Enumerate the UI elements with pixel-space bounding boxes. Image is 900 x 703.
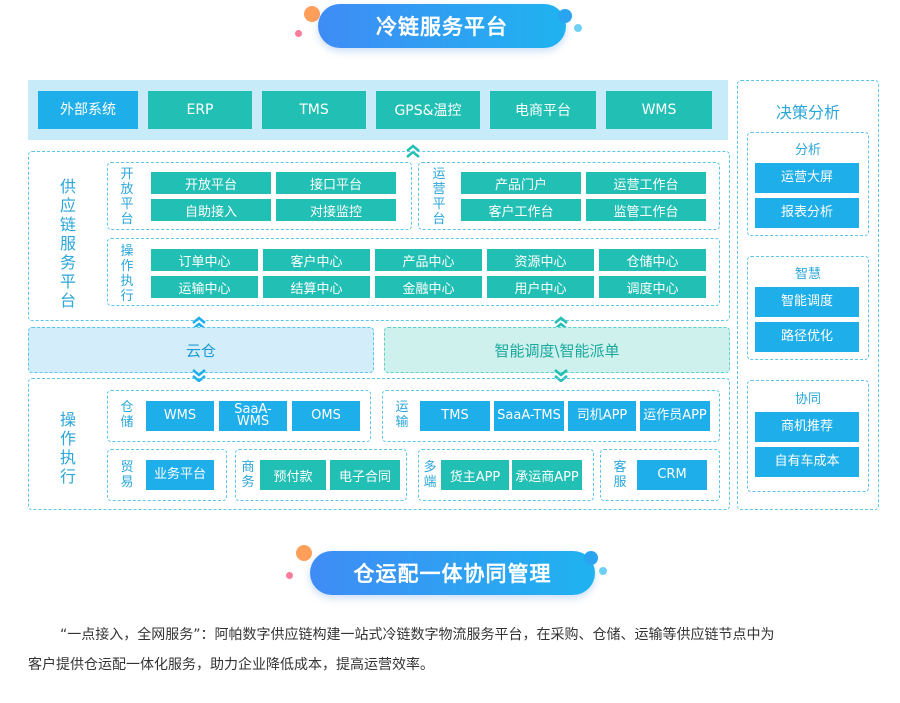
decision-item-smart-dispatch[interactable]: 智能调度 <box>755 287 859 317</box>
execution-centers-box <box>107 238 720 306</box>
decor-dot <box>574 24 582 32</box>
operations-execution-box <box>28 378 730 510</box>
decision-item-report-analysis[interactable]: 报表分析 <box>755 198 859 228</box>
ops-platform-label: 运营平台 <box>432 167 446 227</box>
storage-item-oms[interactable]: OMS <box>292 401 360 431</box>
commerce-box <box>235 449 407 501</box>
transport-label: 运输 <box>395 400 409 430</box>
service-item-crm[interactable]: CRM <box>637 460 707 490</box>
decision-analysis-title: 决策分析 <box>775 103 840 122</box>
commerce-item-prepayment[interactable]: 预付款 <box>260 460 326 490</box>
decor-dot <box>584 551 598 565</box>
decor-dot <box>295 30 302 37</box>
external-item-erp[interactable]: ERP <box>148 91 252 129</box>
center-settlement[interactable]: 结算中心 <box>263 276 370 298</box>
top-heading-pill: 冷链服务平台 <box>318 4 566 48</box>
supply-chain-label: 供应链服务平台 <box>59 177 76 310</box>
trade-label: 贸易 <box>120 460 134 490</box>
cloud-warehouse-bar[interactable]: 云仓 <box>28 327 374 373</box>
center-order[interactable]: 订单中心 <box>151 249 258 271</box>
external-item-gps[interactable]: GPS&温控 <box>376 91 480 129</box>
decor-dot <box>296 545 312 561</box>
storage-item-wms[interactable]: WMS <box>146 401 214 431</box>
decision-item-opportunity-recommend[interactable]: 商机推荐 <box>755 412 859 442</box>
decision-group-smart <box>747 256 869 360</box>
decision-item-own-vehicle-cost[interactable]: 自有车成本 <box>755 447 859 477</box>
storage-box <box>107 390 371 442</box>
multi-item-carrier-app[interactable]: 承运商APP <box>512 460 582 490</box>
external-systems-label: 外部系统 <box>38 91 138 129</box>
center-resource[interactable]: 资源中心 <box>487 249 594 271</box>
multi-item-shipper-app[interactable]: 货主APP <box>441 460 509 490</box>
customer-service-box <box>600 449 720 501</box>
decor-dot <box>304 6 320 22</box>
trade-item-business-platform[interactable]: 业务平台 <box>146 460 214 490</box>
center-user[interactable]: 用户中心 <box>487 276 594 298</box>
bottom-heading-pill: 仓运配一体协同管理 <box>310 551 595 595</box>
customer-service-label: 客服 <box>613 460 627 490</box>
commerce-label: 商务 <box>241 460 255 490</box>
transport-item-operator-app[interactable]: 运作员APP <box>640 401 710 431</box>
ops-item-supervision-workbench[interactable]: 监管工作台 <box>586 199 706 221</box>
center-warehouse[interactable]: 仓储中心 <box>599 249 706 271</box>
chevron-down-icon <box>192 369 206 382</box>
transport-box <box>382 390 720 442</box>
center-customer[interactable]: 客户中心 <box>263 249 370 271</box>
decision-item-ops-screen[interactable]: 运营大屏 <box>755 163 859 193</box>
decor-dot <box>286 572 293 579</box>
decision-analysis-panel <box>737 80 879 510</box>
open-item-open-platform[interactable]: 开放平台 <box>151 172 271 194</box>
storage-item-saaa-wms[interactable]: SaaA-WMS <box>219 401 287 431</box>
center-product[interactable]: 产品中心 <box>375 249 482 271</box>
decision-group-analysis-label: 分析 <box>794 143 821 158</box>
external-systems-bar: 外部系统 ERP TMS GPS&温控 电商平台 WMS <box>28 80 728 140</box>
smart-dispatch-label: 智能调度\智能派单 <box>494 341 620 360</box>
external-item-tms[interactable]: TMS <box>262 91 366 129</box>
center-dispatch[interactable]: 调度中心 <box>599 276 706 298</box>
center-transport[interactable]: 运输中心 <box>151 276 258 298</box>
multi-end-box <box>418 449 594 501</box>
transport-item-saaa-tms[interactable]: SaaA-TMS <box>494 401 564 431</box>
open-item-self-access[interactable]: 自助接入 <box>151 199 271 221</box>
chevron-down-icon <box>554 369 568 382</box>
ops-item-product-portal[interactable]: 产品门户 <box>461 172 581 194</box>
external-item-wms[interactable]: WMS <box>606 91 712 129</box>
decor-dot <box>558 9 572 23</box>
ops-item-ops-workbench[interactable]: 运营工作台 <box>586 172 706 194</box>
cloud-warehouse-label: 云仓 <box>185 341 216 360</box>
trade-box <box>107 449 227 501</box>
supply-chain-platform <box>28 151 730 321</box>
ops-item-customer-workbench[interactable]: 客户工作台 <box>461 199 581 221</box>
decision-item-route-optimize[interactable]: 路径优化 <box>755 322 859 352</box>
bottom-heading-title: 仓运配一体协同管理 <box>353 562 552 586</box>
transport-item-tms[interactable]: TMS <box>420 401 490 431</box>
external-item-ecommerce[interactable]: 电商平台 <box>490 91 596 129</box>
execution-centers-label: 操作执行 <box>120 244 134 304</box>
center-finance[interactable]: 金融中心 <box>375 276 482 298</box>
open-item-interface-platform[interactable]: 接口平台 <box>276 172 396 194</box>
ops-platform-box <box>418 162 720 230</box>
decision-group-smart-label: 智慧 <box>794 267 821 282</box>
top-heading-title: 冷链服务平台 <box>376 15 508 39</box>
open-platform-label: 开放平台 <box>120 167 134 227</box>
chevron-up-icon <box>406 144 420 158</box>
transport-item-driver-app[interactable]: 司机APP <box>568 401 636 431</box>
smart-dispatch-bar[interactable]: 智能调度\智能派单 <box>384 327 730 373</box>
open-platform-box <box>107 162 412 230</box>
description-line-2: 客户提供仓运配一体化服务，助力企业降低成本，提高运营效率。 <box>28 657 434 673</box>
open-item-integration-monitor[interactable]: 对接监控 <box>276 199 396 221</box>
multi-end-label: 多端 <box>423 460 437 490</box>
decision-group-analysis <box>747 132 869 236</box>
storage-label: 仓储 <box>120 400 134 430</box>
operations-execution-label: 操作执行 <box>59 410 76 486</box>
decor-dot <box>599 567 607 575</box>
decision-group-collab <box>747 380 869 492</box>
commerce-item-e-contract[interactable]: 电子合同 <box>330 460 400 490</box>
description-line-1: “一点接入，全网服务”：阿帕数字供应链构建一站式冷链数字物流服务平台，在采购、仓… <box>60 627 775 643</box>
decision-group-collab-label: 协同 <box>794 392 821 407</box>
